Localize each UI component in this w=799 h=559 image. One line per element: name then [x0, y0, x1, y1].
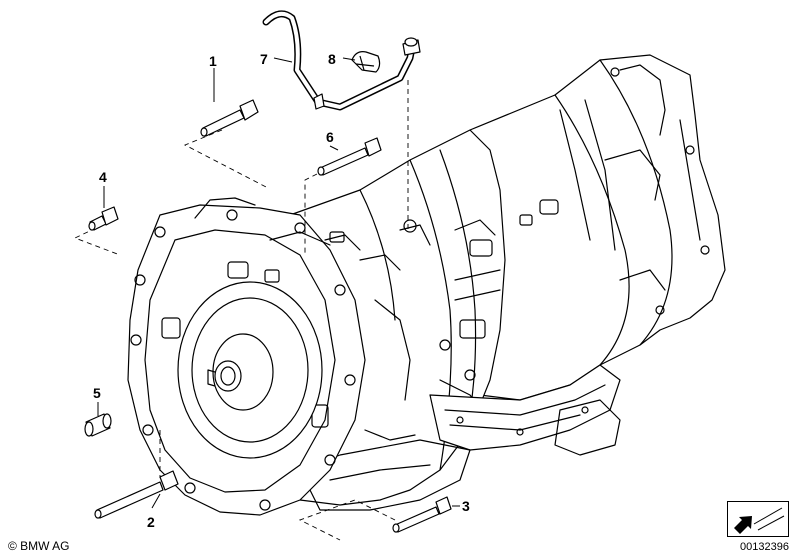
callout-5: 5	[93, 385, 101, 401]
callout-numbers: 1 2 3 4 5 6 7 8	[93, 51, 470, 530]
callout-8: 8	[328, 51, 336, 67]
copyright-text: © BMW AG	[8, 539, 70, 553]
navigation-button[interactable]	[727, 501, 789, 537]
callout-4: 4	[99, 169, 107, 185]
callout-1: 1	[209, 53, 217, 69]
callout-3: 3	[462, 498, 470, 514]
bolt-1	[200, 99, 259, 137]
reference-lines	[73, 80, 409, 541]
callout-6: 6	[326, 129, 334, 145]
clip-8	[351, 51, 381, 73]
leader-lines	[97, 57, 460, 509]
diagonal-arrow-icon	[734, 507, 785, 534]
document-id: 00132396	[740, 541, 789, 553]
bolt-6	[317, 137, 382, 176]
callout-2: 2	[147, 514, 155, 530]
bolt-3	[392, 496, 452, 533]
bolt-4	[88, 206, 119, 231]
bolt-2	[94, 470, 179, 519]
callout-7: 7	[260, 51, 268, 67]
transmission-housing	[127, 54, 726, 516]
sleeve-5	[84, 413, 112, 437]
oil-line-7	[262, 10, 421, 111]
